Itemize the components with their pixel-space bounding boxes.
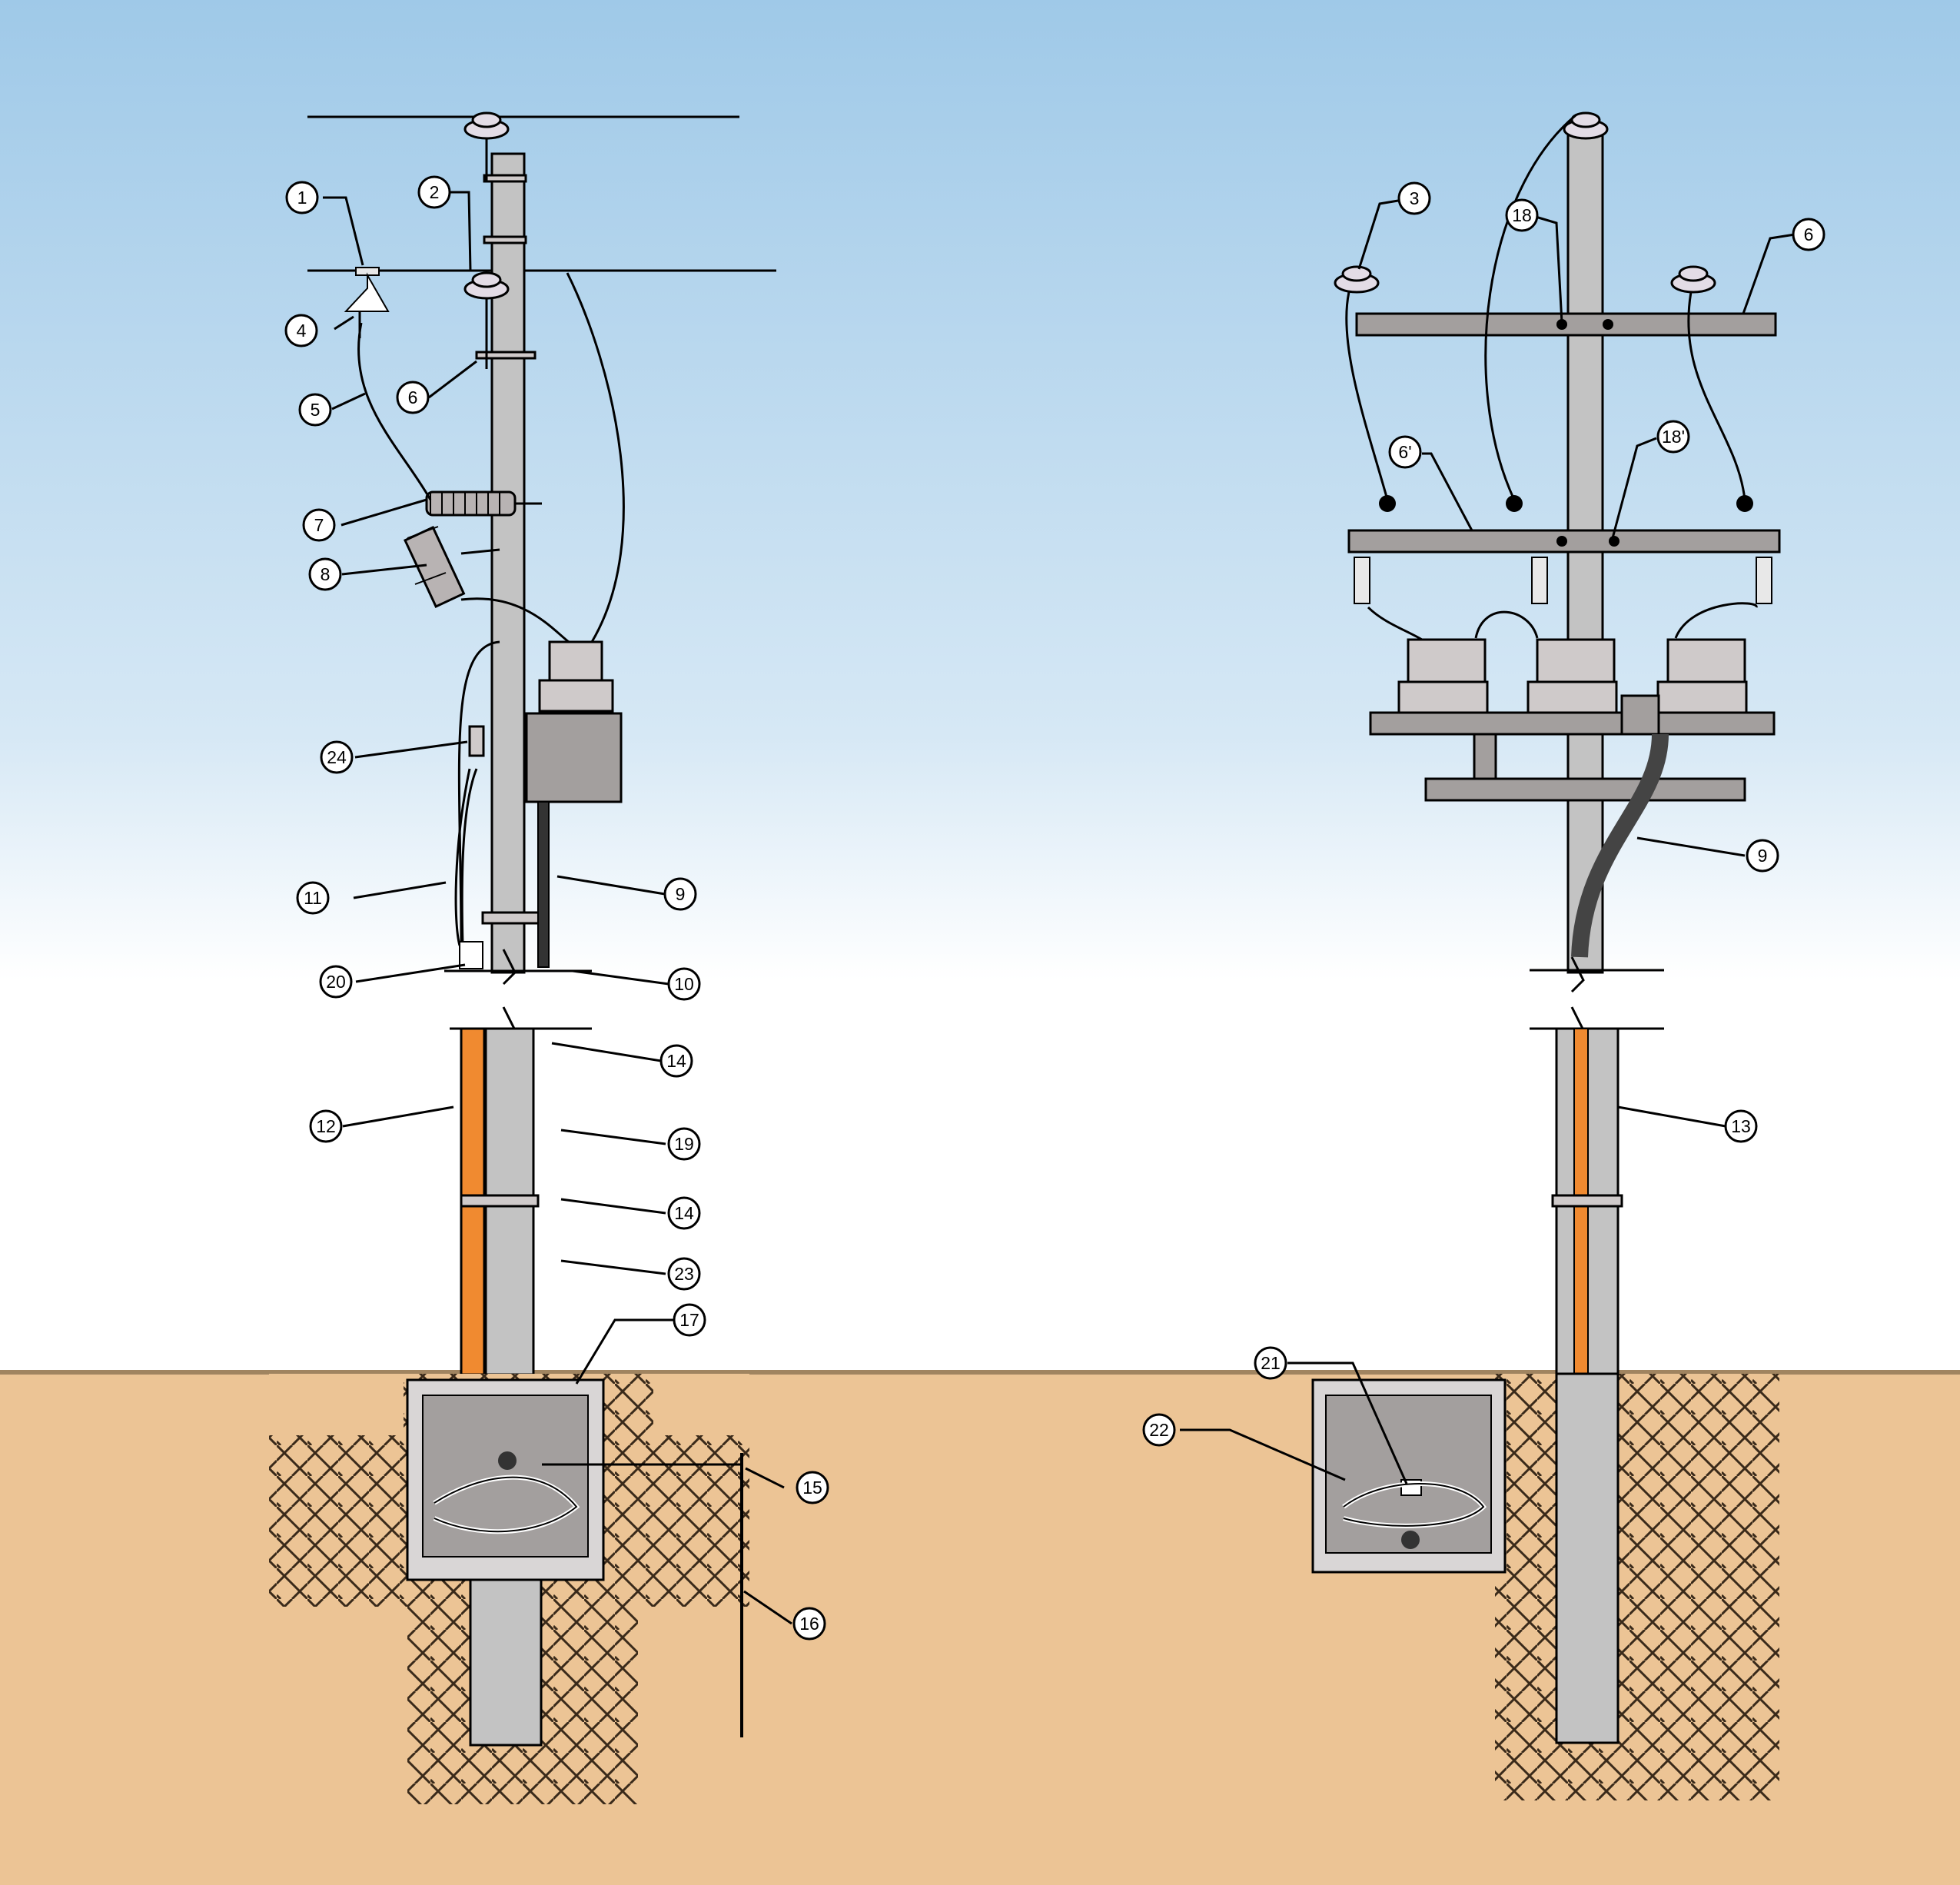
callout-4: 4 <box>284 314 318 347</box>
callout-8: 8 <box>308 557 342 591</box>
callout-1: 1 <box>285 181 319 214</box>
callout-20: 20 <box>319 965 353 999</box>
callout-2: 2 <box>417 175 451 209</box>
callout-24: 24 <box>320 740 354 774</box>
callout-10: 10 <box>667 967 701 1001</box>
leader-lines <box>323 191 1796 1625</box>
svg-text:20: 20 <box>326 972 346 992</box>
svg-text:24: 24 <box>327 747 347 767</box>
svg-text:11: 11 <box>304 888 322 908</box>
right-handhole <box>1311 1378 1507 1574</box>
surge-arrester <box>425 490 542 517</box>
left-pole-assembly <box>269 111 776 1807</box>
svg-text:10: 10 <box>674 974 694 994</box>
svg-text:22: 22 <box>1149 1420 1169 1440</box>
callout-21: 21 <box>1254 1346 1287 1380</box>
callout-16: 16 <box>792 1607 826 1641</box>
left-top-insulator <box>463 111 510 181</box>
callout-15: 15 <box>796 1471 829 1504</box>
callout-17: 17 <box>673 1303 706 1337</box>
svg-text:5: 5 <box>311 400 321 420</box>
right-pole-assembly <box>1311 111 1781 1800</box>
svg-text:8: 8 <box>321 564 331 584</box>
cutout-fuse <box>404 525 500 608</box>
svg-text:18': 18' <box>1662 427 1685 447</box>
callout-6-left: 6 <box>396 381 430 414</box>
svg-text:17: 17 <box>679 1310 699 1330</box>
callout-13: 13 <box>1724 1109 1758 1143</box>
callout-6-right: 6 <box>1792 218 1825 251</box>
callout-7: 7 <box>302 508 336 542</box>
svg-text:4: 4 <box>297 321 307 341</box>
svg-text:14: 14 <box>674 1203 694 1223</box>
svg-text:6': 6' <box>1398 442 1411 462</box>
callout-19: 19 <box>667 1127 701 1161</box>
callout-9-left: 9 <box>663 877 697 911</box>
svg-text:21: 21 <box>1261 1353 1281 1373</box>
svg-text:9: 9 <box>1758 846 1768 866</box>
callout-12: 12 <box>309 1109 343 1143</box>
left-handhole <box>406 1378 605 1581</box>
svg-text:9: 9 <box>676 884 686 904</box>
svg-text:16: 16 <box>799 1614 819 1634</box>
svg-text:15: 15 <box>802 1478 822 1498</box>
right-crossarm-insulators <box>1334 265 1716 294</box>
callout-11: 11 <box>296 881 330 915</box>
svg-text:2: 2 <box>430 182 440 202</box>
callout-3: 3 <box>1397 181 1431 215</box>
svg-text:1: 1 <box>297 188 307 208</box>
left-transformer <box>525 640 623 968</box>
transformer-platform <box>1369 711 1776 736</box>
svg-text:14: 14 <box>666 1051 686 1071</box>
svg-text:12: 12 <box>316 1116 336 1136</box>
left-junction-box <box>468 725 485 757</box>
callout-9-right: 9 <box>1746 839 1779 873</box>
svg-text:19: 19 <box>674 1134 694 1154</box>
callout-5: 5 <box>298 393 332 427</box>
callout-18-prime: 18' <box>1656 420 1690 454</box>
callout-22: 22 <box>1142 1413 1176 1447</box>
svg-text:6: 6 <box>1804 224 1814 244</box>
svg-text:6: 6 <box>408 387 418 407</box>
svg-text:3: 3 <box>1410 188 1420 208</box>
right-excavation <box>1495 1374 1779 1800</box>
svg-text:23: 23 <box>674 1264 694 1284</box>
sky <box>0 0 1960 980</box>
callout-14-top: 14 <box>659 1044 693 1078</box>
right-transformers <box>1397 638 1748 714</box>
callout-23: 23 <box>667 1257 701 1291</box>
left-mid-insulator <box>463 271 510 369</box>
callout-18: 18 <box>1505 198 1539 232</box>
svg-text:7: 7 <box>314 515 324 535</box>
svg-text:13: 13 <box>1731 1116 1751 1136</box>
callout-14-bottom: 14 <box>667 1196 701 1230</box>
right-cutouts <box>1354 557 1772 604</box>
callout-6-prime: 6' <box>1388 435 1422 469</box>
svg-text:18: 18 <box>1512 205 1532 225</box>
